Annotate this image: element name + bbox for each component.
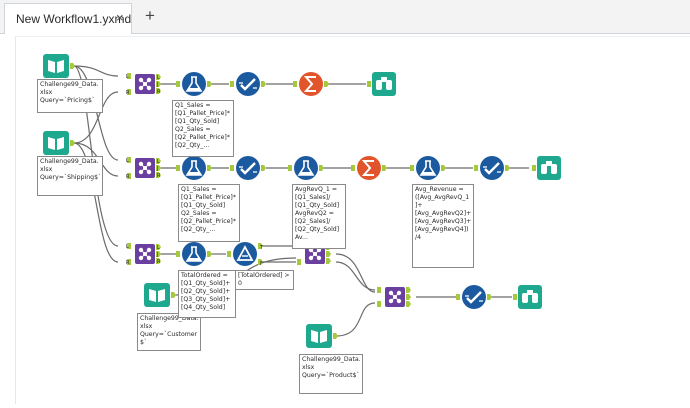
- anchor-letter-t: T: [259, 245, 264, 251]
- input-tool-pricing[interactable]: [43, 54, 75, 78]
- browse-tool-2[interactable]: [532, 156, 561, 180]
- annotation-formula-1: Q1_Sales = [Q1_Pallet_Price]* [Q1_Qty_So…: [172, 100, 234, 157]
- anchor-letter-r: R: [126, 260, 130, 266]
- anchor-letter-r: R: [157, 89, 161, 95]
- anchor-letter-l: L: [126, 158, 129, 164]
- connection-line: [73, 65, 119, 161]
- select-tool-3[interactable]: [474, 154, 510, 182]
- annotation-formula-avgrevenue: Avg_Revenue = ([Avg_AvgRevQ_1 ]+ [Avg_Av…: [412, 184, 474, 268]
- summarize-tool-1[interactable]: [293, 71, 329, 97]
- input-tool-customer[interactable]: [144, 283, 176, 307]
- annotation-input-product: Challenge99_Data. xlsx Query=`Product$`: [299, 354, 363, 394]
- annotation-input-pricing: Challenge99_Data. xlsx Query=`Pricing$`: [37, 79, 103, 113]
- anchor-letter-r: R: [157, 259, 161, 265]
- anchor-letter-l: L: [157, 75, 160, 81]
- connection-line: [73, 142, 119, 263]
- anchor-letter-r: R: [126, 174, 130, 180]
- tab-bar: New Workflow1.yxmd × +: [0, 0, 690, 34]
- new-tab-button[interactable]: +: [145, 6, 155, 25]
- anchor-letter-l: L: [157, 245, 160, 251]
- connection-line: [335, 302, 376, 337]
- anchor-letter-l: L: [126, 244, 129, 250]
- join-tool-5[interactable]: [377, 286, 411, 308]
- annotation-formula-avgrev: AvgRevQ_1 = [Q1_Sales]/ [Q1_Qty_Sold] Av…: [292, 184, 346, 249]
- input-tool-shipping[interactable]: [43, 131, 75, 155]
- connection-line: [73, 91, 119, 144]
- annotation-filter: [TotalOrdered] > 0: [235, 270, 294, 290]
- anchor-letter-l: L: [126, 74, 129, 80]
- anchor-letter-j: J: [156, 82, 158, 88]
- anchor-letter-f: F: [260, 261, 263, 267]
- connections: [73, 65, 529, 337]
- formula-tool-totalordered[interactable]: [176, 241, 212, 267]
- connection-line: [335, 261, 376, 291]
- formula-tool-avgrev[interactable]: [288, 155, 324, 181]
- formula-tool-avgrevenue[interactable]: [410, 155, 446, 181]
- close-icon[interactable]: ×: [116, 10, 124, 25]
- select-tool-4[interactable]: [456, 283, 492, 311]
- anchor-letter-j: J: [156, 166, 158, 172]
- annotation-input-shipping: Challenge99_Data. xlsx Query=`Shipping$`: [37, 156, 103, 196]
- join-tool-3[interactable]: L R L J R: [126, 243, 161, 266]
- anchor-letter-j: J: [156, 252, 158, 258]
- select-tool-1[interactable]: [230, 70, 266, 98]
- select-tool-2[interactable]: [230, 154, 266, 182]
- tab-new-workflow1[interactable]: New Workflow1.yxmd ×: [4, 3, 132, 34]
- browse-tool-3[interactable]: [513, 285, 542, 309]
- anchor-letter-l: L: [157, 159, 160, 165]
- anchor-letter-r: R: [157, 173, 161, 179]
- filter-tool[interactable]: T F: [227, 241, 264, 267]
- browse-tool-1[interactable]: [367, 72, 396, 96]
- join-tool-1[interactable]: L R L J R: [126, 73, 161, 96]
- input-tool-product[interactable]: [306, 324, 338, 348]
- annotation-formula-2: Q1_Sales = [Q1_Pallet_Price]* [Q1_Qty_So…: [178, 184, 240, 242]
- annotation-input-customer: Challenge99_Data. xlsx Query=`Customer $…: [137, 313, 201, 351]
- anchor-letter-r: R: [126, 90, 130, 96]
- formula-tool-1[interactable]: [176, 71, 212, 97]
- connection-line: [73, 65, 119, 77]
- canvas-border: [15, 36, 690, 404]
- connection-line: [335, 253, 376, 293]
- tab-label: New Workflow1.yxmd: [16, 12, 132, 26]
- summarize-tool-2[interactable]: [351, 155, 387, 181]
- annotation-formula-totalordered: TotalOrdered = [Q1_Qty_Sold]+ [Q2_Qty_So…: [178, 270, 236, 318]
- join-tool-2[interactable]: L R L J R: [126, 157, 161, 180]
- formula-tool-2[interactable]: [176, 155, 212, 181]
